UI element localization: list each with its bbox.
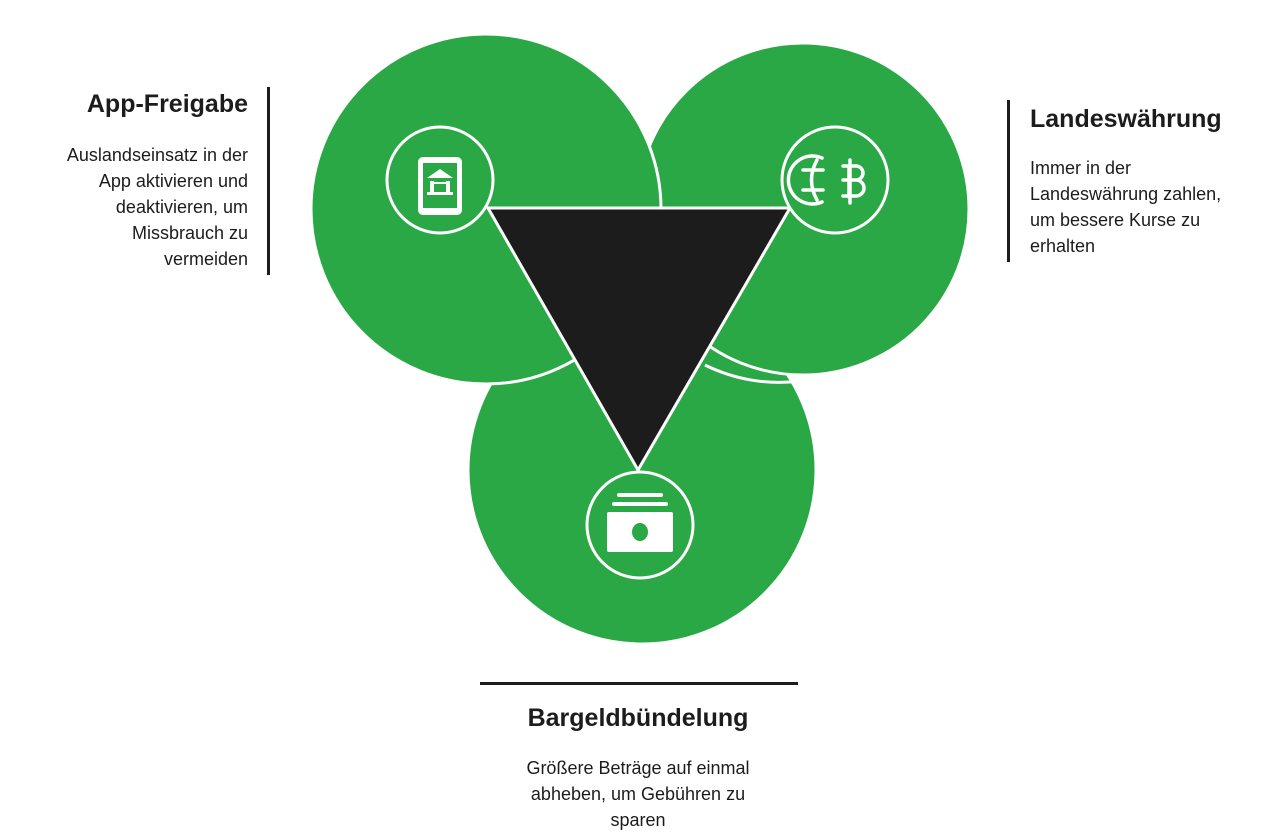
cash-stack-icon <box>585 470 695 580</box>
desc-line: Auslandseinsatz in der <box>66 145 248 165</box>
mobile-bank-icon <box>385 125 495 235</box>
desc-line: Missbrauch zu <box>131 223 248 243</box>
title-app-freigabe: App-Freigabe <box>86 90 248 118</box>
desc-line: deaktivieren, um <box>115 197 248 217</box>
desc-line: um bessere Kurse zu <box>1030 210 1201 230</box>
title-landeswaehrung: Landeswährung <box>1030 105 1222 133</box>
desc-line: sparen <box>610 810 666 830</box>
divider-app-freigabe <box>267 87 270 275</box>
desc-bargeld: Größere Beträge auf einmal abheben, um G… <box>438 755 838 833</box>
desc-landeswaehrung: Immer in der Landeswährung zahlen, um be… <box>1030 155 1221 259</box>
desc-line: abheben, um Gebühren zu <box>530 784 746 804</box>
desc-line: App aktivieren und <box>98 171 248 191</box>
title-bargeld: Bargeldbündelung <box>527 704 749 732</box>
divider-bargeld <box>480 682 798 685</box>
desc-line: Immer in der <box>1030 158 1132 178</box>
desc-line: erhalten <box>1030 236 1096 256</box>
center-triangle <box>485 206 793 474</box>
desc-line: Landeswährung zahlen, <box>1030 184 1222 204</box>
desc-line: vermeiden <box>163 249 248 269</box>
divider-landeswaehrung <box>1007 100 1010 262</box>
desc-line: Größere Beträge auf einmal <box>526 758 750 778</box>
desc-app-freigabe: Auslandseinsatz in der App aktivieren un… <box>67 142 248 272</box>
globe-currency-icon <box>780 125 890 235</box>
